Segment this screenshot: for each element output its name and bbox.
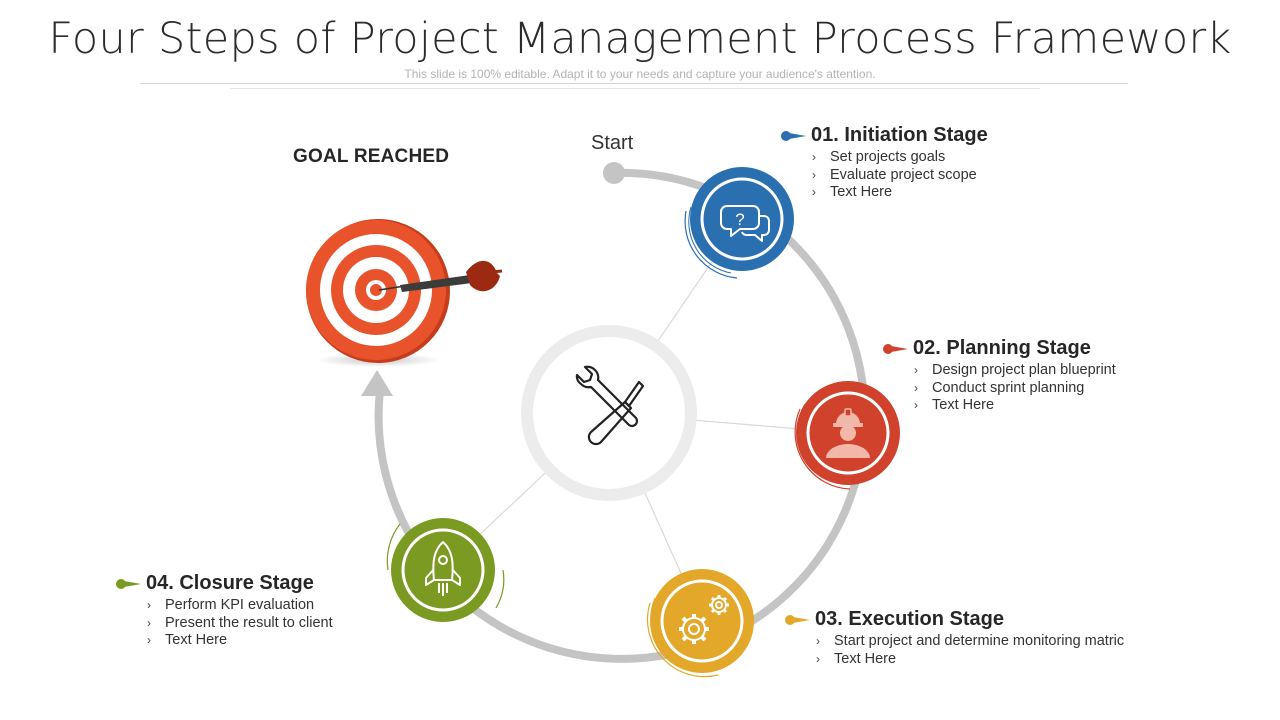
stage-4-bullets: ›Perform KPI evaluation ›Present the res…	[115, 597, 333, 650]
stage-1-badge: ?	[684, 167, 794, 279]
list-item: ›Text Here	[914, 397, 995, 413]
stage-1-title: 01. Initiation Stage	[811, 124, 988, 146]
stage-1-bullets: ›Set projects goals ›Evaluate project sc…	[780, 149, 988, 202]
stage-2-bullets: ›Design project plan blueprint ›Conduct …	[882, 362, 1116, 415]
list-item: ›Design project plan blueprint	[914, 362, 1116, 378]
pin-marker-icon	[883, 343, 908, 354]
list-item: ›Perform KPI evaluation	[147, 597, 315, 613]
center-hub	[521, 325, 697, 501]
start-knob	[603, 162, 625, 184]
stage-3-title: 03. Execution Stage	[815, 608, 1004, 630]
tools-wrench-screwdriver-icon	[575, 365, 645, 446]
svg-text:?: ?	[735, 210, 744, 229]
gears-icon	[679, 595, 729, 644]
stage-2-title: 02. Planning Stage	[913, 337, 1091, 359]
pin-marker-icon	[116, 578, 141, 589]
stage-3-bullets: ›Start project and determine monitoring …	[784, 633, 1124, 668]
rocket-icon	[425, 541, 461, 596]
slide-title: Four Steps of Project Management Process…	[48, 14, 1232, 64]
list-item: ›Text Here	[816, 650, 897, 667]
goal-reached-label: GOAL REACHED	[293, 146, 450, 167]
stage-2-text: 02. Planning Stage ›Design project plan …	[882, 337, 1116, 415]
pin-marker-icon	[781, 130, 806, 141]
target-dart-icon	[306, 219, 503, 367]
stage-4-title: 04. Closure Stage	[146, 572, 314, 594]
stage-3-text: 03. Execution Stage ›Start project and d…	[784, 608, 1124, 668]
stage-4-badge	[386, 518, 505, 622]
stage-2-badge	[794, 381, 900, 490]
stage-4-text: 04. Closure Stage ›Perform KPI evaluatio…	[115, 572, 333, 650]
list-item: ›Evaluate project scope	[812, 166, 977, 183]
pin-marker-icon	[785, 614, 810, 625]
worker-helmet-icon	[826, 408, 870, 458]
list-item: ›Start project and determine monitoring …	[816, 633, 1125, 649]
title-divider-secondary	[230, 88, 1040, 89]
slide-subtitle: This slide is 100% editable. Adapt it to…	[404, 67, 876, 81]
title-divider	[140, 83, 1128, 84]
list-item: ›Present the result to client	[147, 614, 333, 631]
list-item: ›Set projects goals	[812, 149, 946, 165]
track-arrow-head	[361, 370, 393, 396]
start-label: Start	[591, 132, 634, 154]
list-item: ›Conduct sprint planning	[914, 379, 1085, 396]
list-item: ›Text Here	[812, 184, 893, 200]
list-item: ›Text Here	[147, 632, 228, 648]
stage-3-badge	[646, 569, 754, 678]
speech-bubbles-question-icon: ?	[720, 205, 770, 242]
stage-1-text: 01. Initiation Stage ›Set projects goals…	[780, 124, 988, 202]
